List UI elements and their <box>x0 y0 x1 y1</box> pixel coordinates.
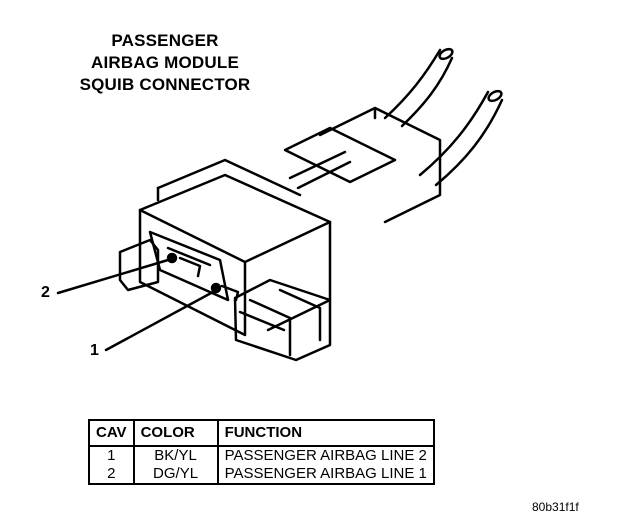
cell-cav: 1 <box>88 446 135 465</box>
terminal-pins <box>166 252 240 302</box>
figure-id: 80b31f1f <box>532 500 579 514</box>
table-header-row: CAV COLOR FUNCTION <box>88 419 435 447</box>
wire-upper <box>383 47 454 128</box>
header-color: COLOR <box>132 419 219 447</box>
callout-cavity-2: 2 <box>41 284 50 301</box>
diagram-title: PASSENGER AIRBAG MODULE SQUIB CONNECTOR <box>60 30 270 96</box>
cell-cav: 2 <box>88 465 135 485</box>
callout-cavity-1: 1 <box>90 342 99 359</box>
cell-color: BK/YL <box>132 446 219 465</box>
wire-lower <box>418 89 504 187</box>
pinout-table: CAV COLOR FUNCTION 1 BK/YL PASSENGER AIR… <box>88 419 435 485</box>
leader-line-2 <box>56 258 170 295</box>
connector-illustration <box>56 47 504 362</box>
title-line-1: PASSENGER <box>111 31 219 50</box>
cell-function: PASSENGER AIRBAG LINE 1 <box>216 465 435 485</box>
cell-color: DG/YL <box>132 465 219 485</box>
cell-function: PASSENGER AIRBAG LINE 2 <box>216 446 435 465</box>
header-function: FUNCTION <box>216 419 435 447</box>
leader-line-1 <box>104 290 215 352</box>
connector-rear-housing <box>283 106 442 224</box>
table-row: 2 DG/YL PASSENGER AIRBAG LINE 1 <box>88 465 435 485</box>
title-line-3: SQUIB CONNECTOR <box>79 75 251 94</box>
title-line-2: AIRBAG MODULE <box>90 53 240 72</box>
table-row: 1 BK/YL PASSENGER AIRBAG LINE 2 <box>88 446 435 465</box>
header-cav: CAV <box>88 419 135 447</box>
connector-front-housing <box>118 158 332 362</box>
